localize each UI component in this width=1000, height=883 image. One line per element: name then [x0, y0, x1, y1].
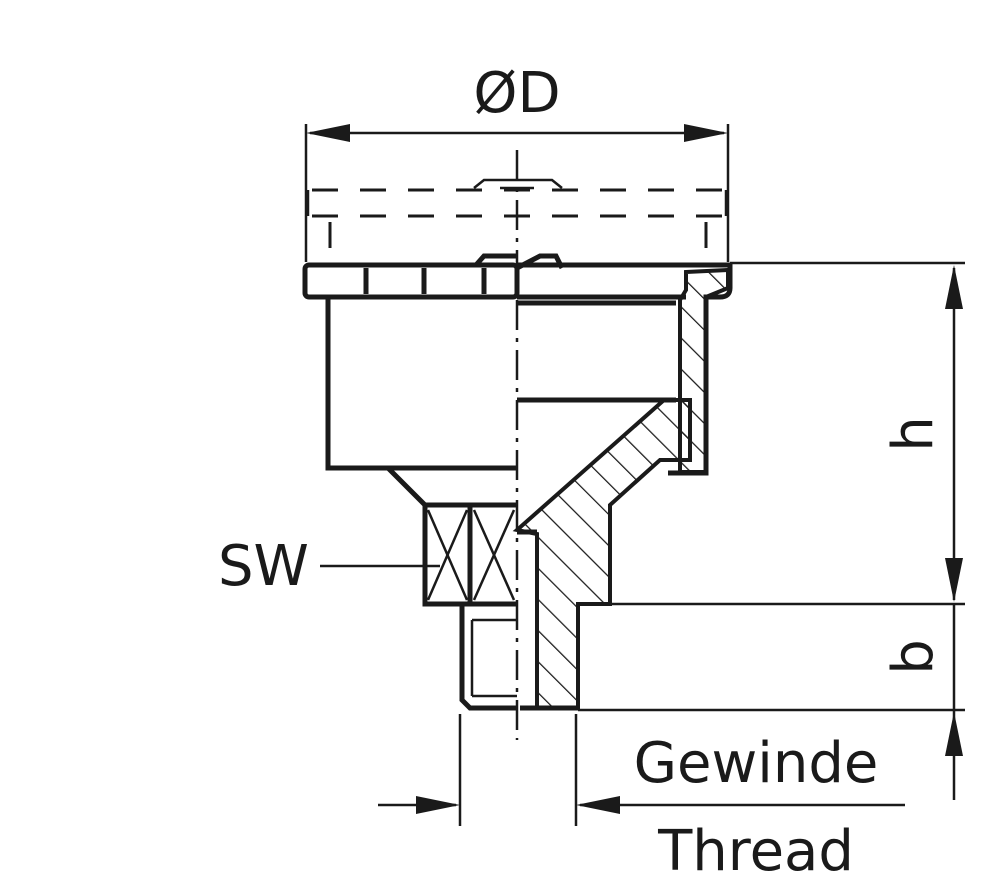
- wrench-size-label: SW: [218, 534, 309, 599]
- height-dimension: h: [612, 261, 965, 606]
- wrench-size-callout: SW: [218, 534, 440, 599]
- thread-dimension: Gewinde Thread: [378, 714, 905, 883]
- diameter-dimension: ØD: [304, 61, 730, 262]
- exterior-view: [302, 253, 520, 711]
- thread-label-de: Gewinde: [634, 731, 879, 796]
- thread-length-dimension: b: [578, 604, 965, 800]
- diameter-label: ØD: [473, 61, 560, 126]
- thread-length-label: b: [881, 639, 946, 675]
- thread-label-en: Thread: [657, 819, 854, 878]
- arrow-left: [306, 124, 350, 142]
- section-view: [512, 253, 733, 711]
- arrow-right: [684, 124, 728, 142]
- height-label: h: [881, 416, 946, 452]
